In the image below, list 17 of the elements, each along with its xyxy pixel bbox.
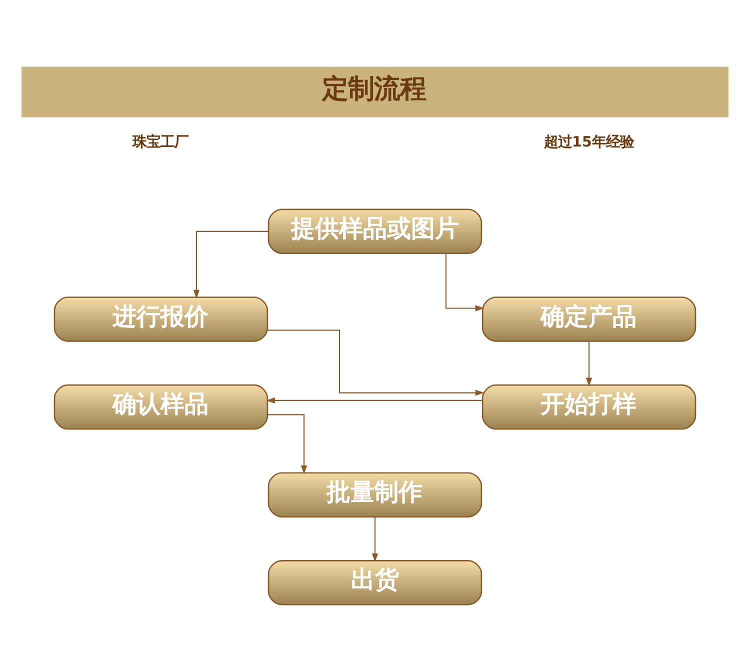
arrow (268, 330, 484, 396)
node-box: 确定产品 (482, 296, 696, 342)
node-box: 提供样品或图片 (268, 208, 482, 254)
node-box: 开始打样 (482, 384, 696, 430)
node-box: 出货 (268, 560, 482, 606)
arrow (586, 341, 592, 387)
arrow (445, 254, 484, 312)
diagram-title: 定制流程 (322, 74, 426, 105)
label: 珠宝工厂 (132, 134, 188, 150)
arrow (268, 414, 308, 474)
arrow (193, 230, 268, 299)
node-box: 确认样品 (54, 384, 268, 430)
label: 超过15年经验 (544, 134, 634, 150)
node-box: 进行报价 (54, 296, 268, 342)
arrow (266, 397, 482, 404)
node-box: 批量制作 (268, 472, 482, 518)
arrow (372, 517, 378, 562)
